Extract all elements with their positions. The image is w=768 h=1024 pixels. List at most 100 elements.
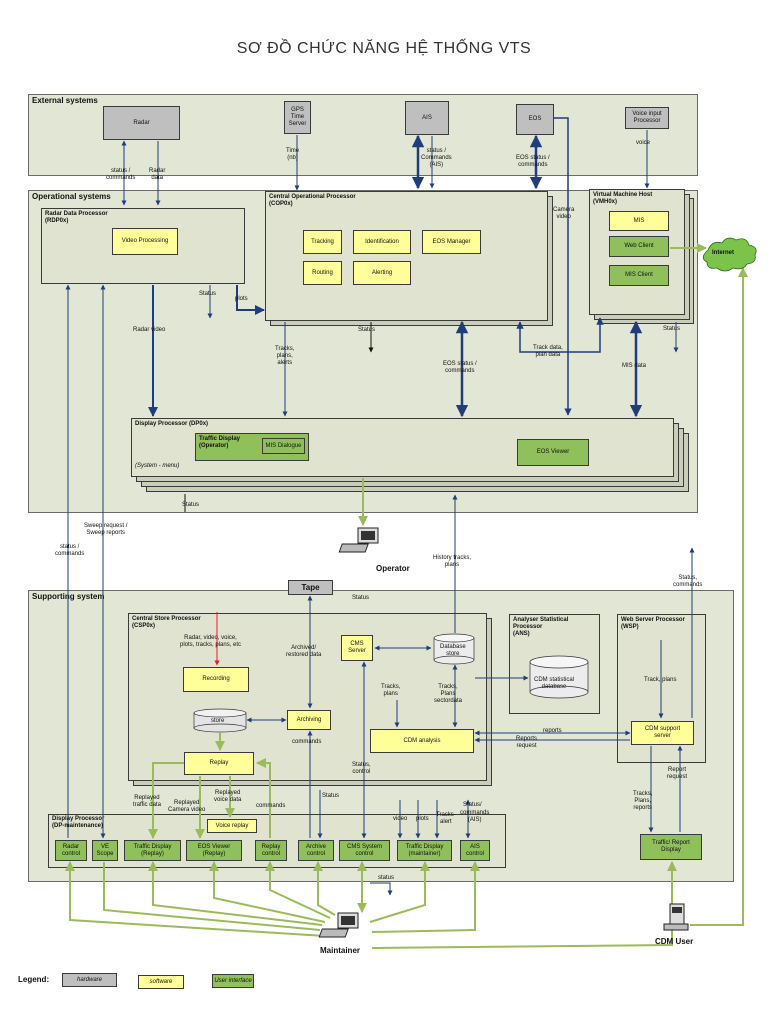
archiving-node: Archiving [287, 710, 331, 730]
edge-label: status / commands [55, 544, 85, 557]
edge-label: plots [416, 816, 429, 822]
edge-label: Replayed traffic data [133, 795, 161, 808]
edge-label: Status [358, 327, 376, 333]
edge-label: Radar, video, voice, plots, tracks, plan… [180, 635, 242, 648]
eos-viewer-node: EOS Viewer [517, 439, 589, 466]
legend-software: software [138, 975, 184, 989]
traffic-report-display-node: Traffic/ Report Display [640, 834, 702, 860]
edge-label: Camera video [553, 207, 575, 220]
cdm-statistical-database-cylinder [529, 655, 589, 699]
cms-system-control-node: CMS System control [339, 840, 390, 861]
supporting-links [246, 547, 695, 896]
ais-control-node: AIS control [460, 840, 490, 861]
cdm-user-label: CDM User [655, 937, 694, 946]
edge-label: video [393, 816, 408, 822]
external-systems-label: External systems [32, 96, 98, 105]
video-processing-node: Video Processing [112, 228, 178, 255]
edge-label: Status [182, 502, 200, 508]
edge-label: Status [352, 595, 370, 601]
gps-time-server-node: GPS Time Server [284, 101, 311, 134]
dpm-label: Display Processor (DP-maintenance) [52, 816, 105, 829]
edge-label: Radar video [133, 327, 166, 333]
ais-node: AIS [405, 101, 449, 135]
edge-label: Tracks, plans, alerts [275, 346, 295, 366]
edge-label: Tracks, plans [381, 684, 401, 697]
tracking-node: Tracking [303, 230, 342, 254]
edge-label: EOS status / commands [516, 155, 550, 168]
maintainer-label: Maintainer [320, 946, 361, 955]
rdp-label: Radar Data Processor (RDP0x) [45, 211, 108, 224]
recording-node: Recording [183, 667, 249, 692]
edge-label: status / Commands (AIS) [421, 148, 452, 168]
edge-label: voice [636, 140, 651, 146]
edge-label: Archived/ restored data [286, 645, 322, 658]
internet-cloud [702, 237, 757, 272]
edge-label: Status, control [352, 762, 371, 775]
radar-node: Radar [103, 106, 180, 140]
edge-label: status [378, 875, 395, 881]
operator-computer-icon [338, 527, 379, 553]
cdm-user-computer-icon [663, 903, 689, 931]
legend-hardware: hardware [62, 973, 117, 987]
edge-label: plots [235, 296, 248, 302]
edge-label: Status/ [463, 802, 482, 808]
edge-label: Tracks- alert [436, 812, 456, 825]
edge-label: Radar data [149, 168, 166, 181]
legend-user-interface: User interface [212, 974, 254, 988]
cms-server-node: CMS Server [341, 635, 373, 661]
operator-label: Operator [376, 564, 410, 573]
edge-label: commands (AIS) [460, 810, 490, 823]
archive-control-node: Archive control [298, 840, 334, 861]
mis-node: MIS [609, 211, 669, 231]
cdm-support-server-node: CDM support server [631, 721, 694, 745]
edge-label: Status [199, 291, 217, 297]
edge-label: commands [256, 803, 286, 809]
edge-label: Replayed voice data [214, 790, 242, 803]
voice-replay-node: Voice replay [207, 819, 257, 833]
cdm-stat-db-label: CDM statistical database [534, 677, 575, 690]
user-interface-links [65, 243, 748, 949]
edge-label: Time (nb) [286, 148, 300, 161]
dp-label: Display Processor (DP0x) [135, 421, 209, 427]
mis-dialogue-node: MIS Dialogue [262, 438, 305, 454]
routing-node: Routing [303, 261, 342, 285]
database-store-cylinder [433, 633, 475, 665]
traffic-display-maintainer-node: Traffic Display (maintainer) [397, 840, 452, 861]
edge-label: MIS data [622, 363, 647, 369]
page-title: SƠ ĐỒ CHỨC NĂNG HỆ THỐNG VTS [236, 40, 532, 57]
cdm-analysis-node: CDM analysis [370, 729, 474, 753]
edge-label: Tracks, Plans, reports [633, 791, 653, 811]
operational-systems-label: Operational systems [32, 192, 111, 201]
traffic-display-replay-node: Traffic Display (Replay) [124, 840, 181, 861]
traffic-display-operator-label: Traffic Display (Operator) [199, 436, 241, 449]
radar-control-node: Radar control [55, 840, 87, 861]
replay-node: Replay [184, 752, 254, 775]
edge-label: EOS status / commands [443, 361, 477, 374]
ve-scope-node: VE Scope [92, 840, 118, 861]
eos-manager-node: EOS Manager [422, 230, 481, 254]
legend-title: Legend: [18, 975, 50, 984]
replay-control-node: Replay control [255, 840, 287, 861]
csp-label: Central Store Processor (CSP0x) [132, 616, 201, 629]
maintainer-computer-icon [318, 912, 359, 938]
operational-links [148, 285, 679, 633]
eos-node: EOS [516, 104, 554, 135]
edge-label: Replayed Camera video [168, 800, 206, 813]
edge-label: reports [543, 728, 562, 734]
cop-label: Central Operational Processor (COP0x) [269, 194, 356, 207]
edge-label: Track data, plan data [533, 345, 563, 358]
voice-input-processor-node: Voice input Processor [625, 107, 669, 129]
central-operational-processor [265, 191, 548, 321]
edge-label: commands [292, 739, 322, 745]
system-menu-label: (System - menu) [135, 463, 180, 469]
edge-label: Report request [667, 767, 688, 780]
ans-label: Analyser Statistical Processor (ANS) [513, 617, 569, 637]
eos-viewer-replay-node: EOS Viewer (Replay) [186, 840, 242, 861]
edge-label: Status [322, 793, 340, 799]
wsp-label: Web Server Processor (WSP) [621, 617, 685, 630]
database-store-label: Database store [440, 644, 466, 657]
edge-label: status / commands [106, 168, 136, 181]
edge-label: History tracks, plans [433, 555, 472, 568]
external-links [121, 117, 650, 416]
